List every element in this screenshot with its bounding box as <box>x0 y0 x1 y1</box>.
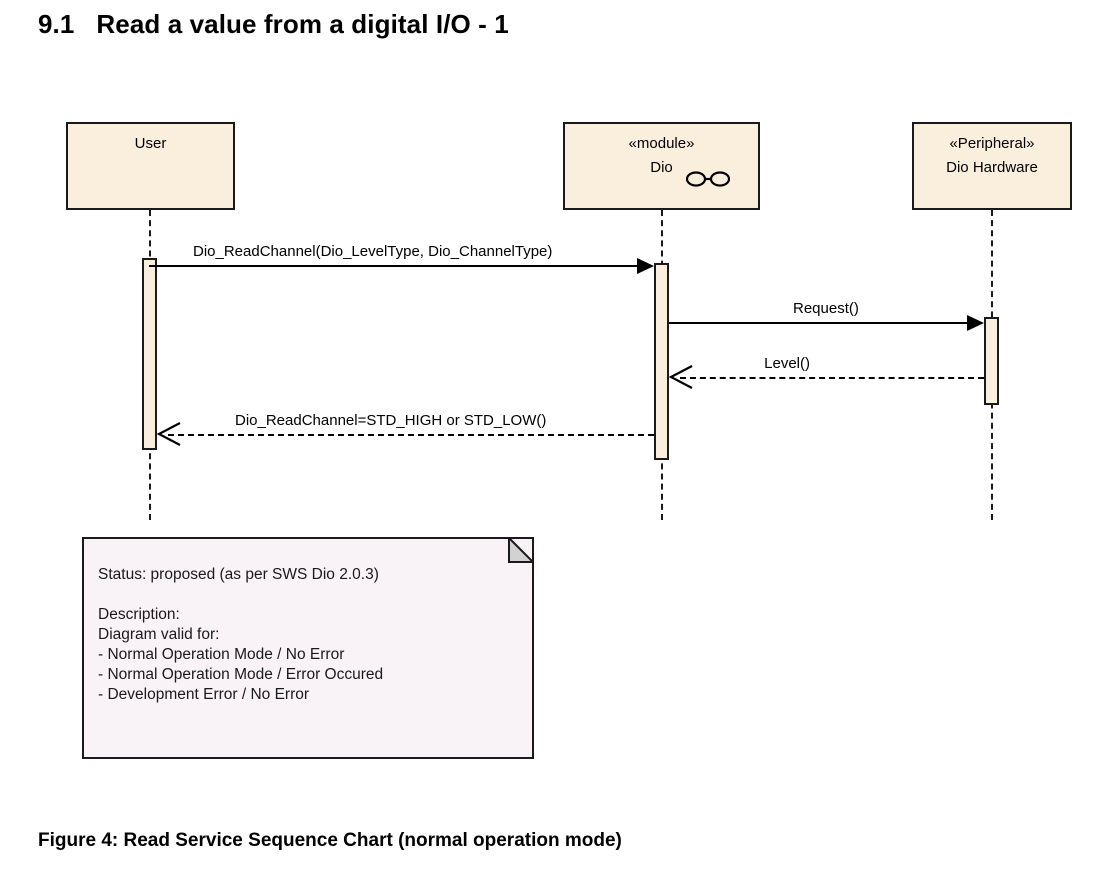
message-label-request: Request() <box>793 300 859 317</box>
message-line-level <box>680 377 984 379</box>
message-label-level: Level() <box>764 355 810 372</box>
participant-name-user: User <box>134 135 167 152</box>
diagram-note[interactable]: Status: proposed (as per SWS Dio 2.0.3) … <box>82 537 534 759</box>
figure-caption: Figure 4: Read Service Sequence Chart (n… <box>38 830 622 851</box>
participant-box-user[interactable]: User <box>66 122 235 210</box>
arrowhead-level <box>668 365 693 389</box>
arrowhead-readchannel-return <box>156 422 181 446</box>
note-fold-corner-icon <box>508 537 534 563</box>
message-label-dio-readchannel: Dio_ReadChannel(Dio_LevelType, Dio_Chann… <box>193 243 553 260</box>
activation-bar-dio <box>654 263 669 460</box>
participant-box-dio[interactable]: «module» Dio <box>563 122 760 210</box>
message-label-readchannel-return: Dio_ReadChannel=STD_HIGH or STD_LOW() <box>235 412 547 429</box>
arrowhead-dio-readchannel <box>637 258 654 274</box>
participant-name-dio-hardware: Dio Hardware <box>946 159 1038 176</box>
participant-stereotype-dio: «module» <box>628 135 695 152</box>
participant-stereotype-dio-hardware: «Peripheral» <box>949 135 1035 152</box>
message-line-readchannel-return <box>168 434 654 436</box>
participant-box-dio-hardware[interactable]: «Peripheral» Dio Hardware <box>912 122 1072 210</box>
participant-name-dio: Dio <box>650 159 673 176</box>
interface-dumbbell-icon <box>686 171 730 187</box>
message-line-request <box>669 322 975 324</box>
note-text: Status: proposed (as per SWS Dio 2.0.3) … <box>98 566 384 703</box>
activation-bar-dio-hardware <box>984 317 999 405</box>
activation-bar-user <box>142 258 157 450</box>
page-title: 9.1 Read a value from a digital I/O - 1 <box>38 9 509 39</box>
message-line-dio-readchannel <box>149 265 643 267</box>
arrowhead-request <box>967 315 984 331</box>
